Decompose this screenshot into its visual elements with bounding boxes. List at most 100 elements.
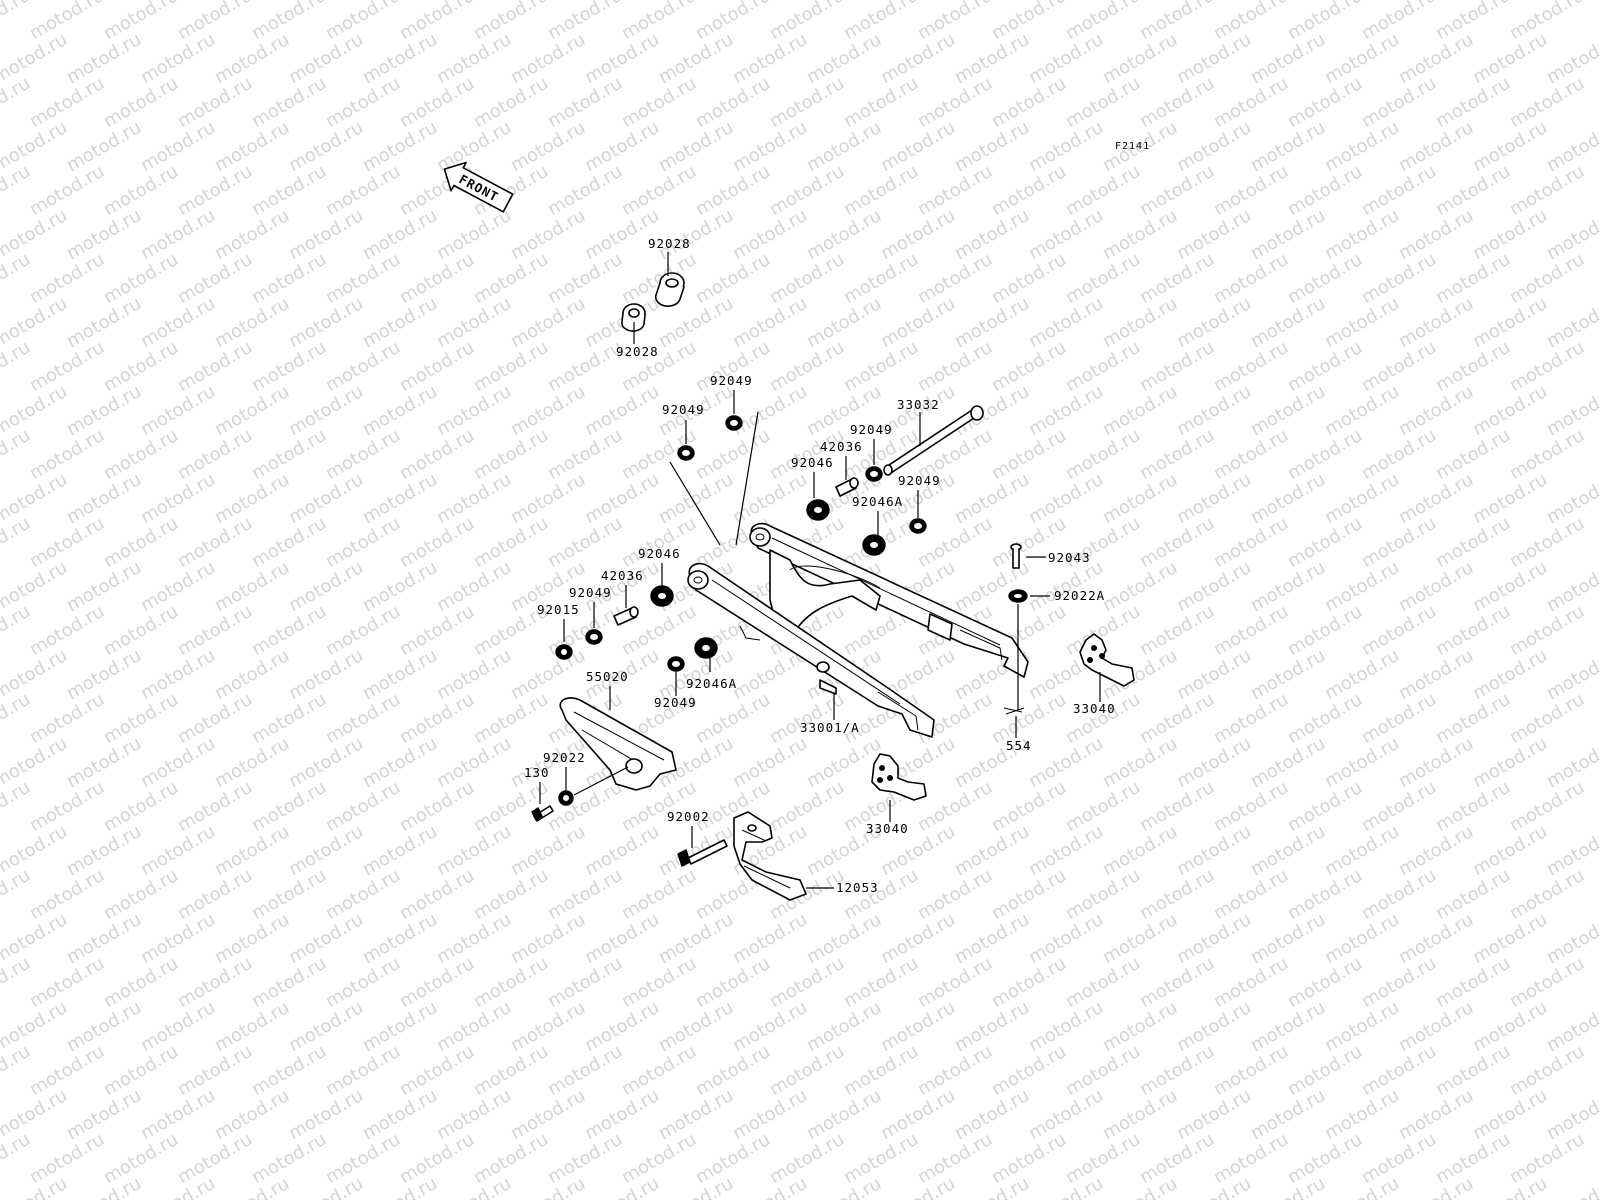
watermark-text: motod.ru: [655, 469, 737, 528]
swingarm-33001-icon: [687, 522, 1029, 738]
label-33001A: 33001/A: [800, 720, 860, 735]
watermark-text: motod.ru: [1358, 777, 1440, 836]
watermark-text: motod.ru: [766, 73, 848, 132]
watermark-text: motod.ru: [322, 0, 404, 44]
watermark-text: motod.ru: [100, 73, 182, 132]
watermark-text: motod.ru: [174, 73, 256, 132]
watermark-text: motod.ru: [1469, 205, 1551, 264]
watermark-text: motod.ru: [433, 29, 515, 88]
watermark-text: motod.ru: [211, 997, 293, 1056]
watermark-text: motod.ru: [1099, 293, 1181, 352]
watermark-text: motod.ru: [396, 601, 478, 660]
label-130: 130: [524, 765, 550, 780]
watermark-text: motod.ru: [248, 0, 330, 44]
watermark-text: motod.ru: [507, 469, 589, 528]
watermark-text: motod.ru: [100, 0, 182, 44]
label-92046-a: 92046: [791, 455, 834, 470]
seal-92049-a-icon: [725, 415, 743, 431]
watermark-text: motod.ru: [951, 29, 1033, 88]
watermark-text: motod.ru: [137, 1085, 219, 1144]
watermark-text: motod.ru: [507, 205, 589, 264]
watermark-text: motod.ru: [433, 1085, 515, 1144]
watermark-text: motod.ru: [322, 161, 404, 220]
watermark-text: motod.ru: [396, 1041, 478, 1100]
watermark-text: motod.ru: [729, 293, 811, 352]
watermark-text: motod.ru: [766, 249, 848, 308]
watermark-text: motod.ru: [1025, 117, 1107, 176]
watermark-text: motod.ru: [1062, 1129, 1144, 1188]
watermark-text: motod.ru: [285, 469, 367, 528]
seal-92049-f-icon: [667, 656, 685, 672]
watermark-text: motod.ru: [26, 1041, 108, 1100]
watermark-text: motod.ru: [322, 953, 404, 1012]
watermark-text: motod.ru: [766, 0, 848, 44]
watermark-text: motod.ru: [507, 997, 589, 1056]
watermark-text: motod.ru: [285, 205, 367, 264]
watermark-text: motod.ru: [285, 909, 367, 968]
watermark-text: motod.ru: [1284, 777, 1366, 836]
watermark-text: motod.ru: [396, 513, 478, 572]
watermark-text: motod.ru: [211, 293, 293, 352]
watermark-text: motod.ru: [322, 601, 404, 660]
watermark-text: motod.ru: [211, 469, 293, 528]
watermark-text: motod.ru: [1395, 733, 1477, 792]
watermark-text: motod.ru: [914, 1129, 996, 1188]
watermark-text: motod.ru: [1395, 205, 1477, 264]
watermark-text: motod.ru: [840, 337, 922, 396]
seal-92049-c-icon: [865, 466, 883, 482]
watermark-text: motod.ru: [1173, 645, 1255, 704]
watermark-text: motod.ru: [692, 0, 774, 44]
watermark-text: motod.ru: [951, 909, 1033, 968]
watermark-text: motod.ru: [692, 953, 774, 1012]
bearing-92046-b-icon: [650, 585, 674, 607]
watermark-text: motod.ru: [1210, 865, 1292, 924]
watermark-text: motod.ru: [507, 1085, 589, 1144]
watermark-text: motod.ru: [1136, 73, 1218, 132]
watermark-text: motod.ru: [581, 381, 663, 440]
watermark-text: motod.ru: [507, 909, 589, 968]
watermark-text: motod.ru: [877, 205, 959, 264]
watermark-text: motod.ru: [655, 997, 737, 1056]
watermark-text: motod.ru: [988, 73, 1070, 132]
watermark-text: motod.ru: [988, 1129, 1070, 1188]
watermark-text: motod.ru: [951, 997, 1033, 1056]
label-92028-bottom: 92028: [616, 344, 659, 359]
watermark-text: motod.ru: [1247, 821, 1329, 880]
watermark-text: motod.ru: [1432, 249, 1514, 308]
watermark-text: motod.ru: [396, 337, 478, 396]
watermark-text: motod.ru: [174, 865, 256, 924]
watermark-text: motod.ru: [507, 381, 589, 440]
watermark-text: motod.ru: [692, 161, 774, 220]
watermark-text: motod.ru: [1395, 469, 1477, 528]
watermark-text: motod.ru: [322, 1129, 404, 1188]
watermark-text: motod.ru: [581, 29, 663, 88]
watermark-text: motod.ru: [1025, 381, 1107, 440]
bushing-92028-top-icon: [654, 272, 685, 308]
watermark-text: motod.ru: [1321, 205, 1403, 264]
watermark-text: motod.ru: [803, 293, 885, 352]
watermark-text: motod.ru: [100, 777, 182, 836]
watermark-text: motod.ru: [1321, 293, 1403, 352]
watermark-text: motod.ru: [1506, 777, 1588, 836]
bolt-92002-icon: [677, 839, 728, 867]
watermark-text: motod.ru: [1247, 997, 1329, 1056]
watermark-text: motod.ru: [100, 337, 182, 396]
watermark-text: motod.ru: [1136, 1041, 1218, 1100]
watermark-text: motod.ru: [248, 601, 330, 660]
watermark-text: motod.ru: [618, 161, 700, 220]
label-92043: 92043: [1048, 550, 1091, 565]
watermark-text: motod.ru: [1099, 733, 1181, 792]
watermark-text: motod.ru: [211, 205, 293, 264]
watermark-text: motod.ru: [729, 1085, 811, 1144]
watermark-text: motod.ru: [100, 249, 182, 308]
watermark-text: motod.ru: [63, 909, 145, 968]
watermark-text: motod.ru: [914, 73, 996, 132]
watermark-text: motod.ru: [359, 645, 441, 704]
watermark-text: motod.ru: [211, 733, 293, 792]
watermark-text: motod.ru: [26, 777, 108, 836]
watermark-text: motod.ru: [803, 1085, 885, 1144]
watermark-text: motod.ru: [803, 997, 885, 1056]
watermark-text: motod.ru: [1395, 293, 1477, 352]
watermark-text: motod.ru: [137, 293, 219, 352]
watermark-text: motod.ru: [1284, 1041, 1366, 1100]
